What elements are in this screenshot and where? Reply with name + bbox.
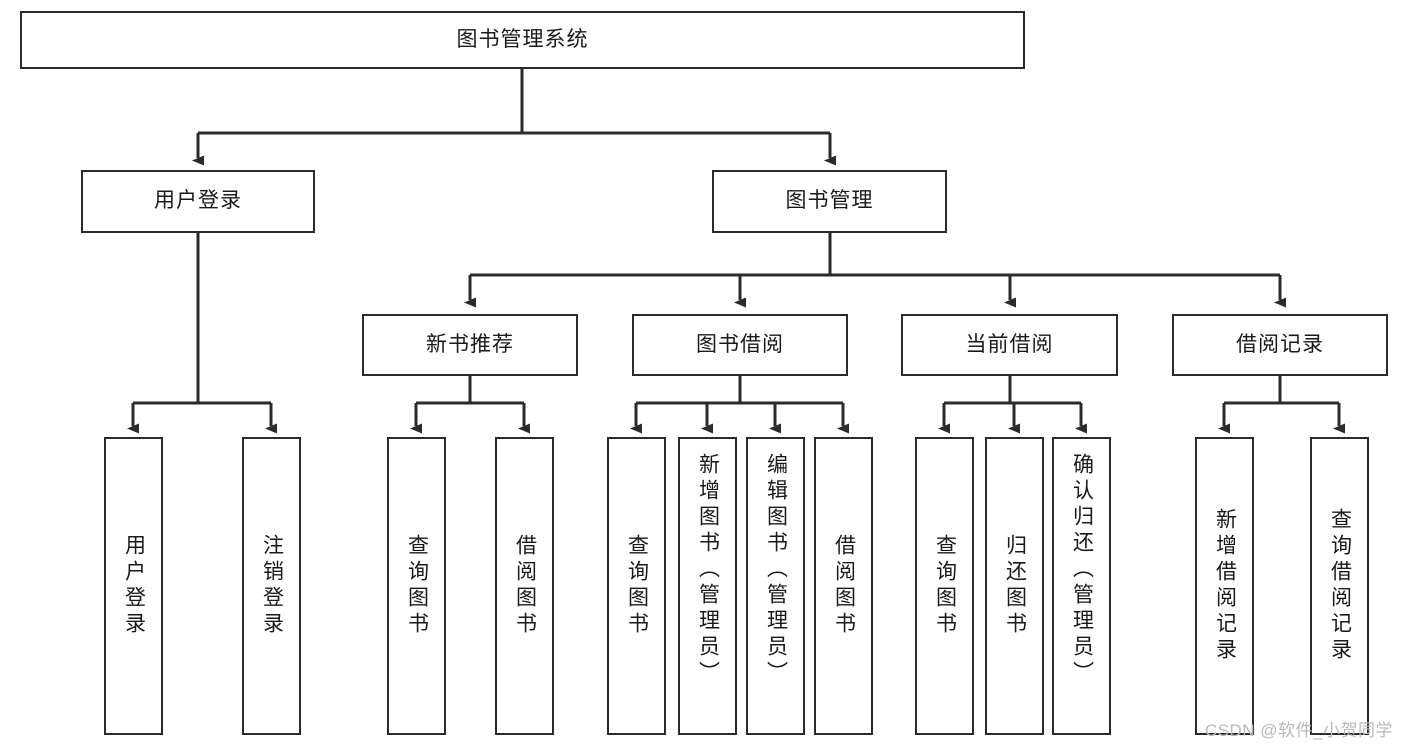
leaf-user-login-label: 用户登录 <box>122 534 146 638</box>
node-user-login[interactable]: 用户登录 <box>81 170 315 233</box>
leaf-query-book-1[interactable]: 查询图书 <box>387 437 446 735</box>
leaf-logout-login[interactable]: 注销登录 <box>242 437 301 735</box>
leaf-borrow-book-2-label: 借阅图书 <box>832 534 856 638</box>
leaf-edit-book-label: 编辑图书（管理员） <box>764 453 788 687</box>
node-book-borrow-label: 图书借阅 <box>696 332 784 356</box>
node-current-borrow[interactable]: 当前借阅 <box>901 314 1118 376</box>
leaf-add-book-label: 新增图书（管理员） <box>696 453 720 687</box>
node-current-borrow-label: 当前借阅 <box>965 332 1054 356</box>
leaf-confirm-return-label: 确认归还（管理员） <box>1070 453 1094 687</box>
node-borrow-record[interactable]: 借阅记录 <box>1172 314 1388 376</box>
leaf-edit-book[interactable]: 编辑图书（管理员） <box>746 437 805 735</box>
leaf-borrow-book-1-label: 借阅图书 <box>513 534 537 638</box>
node-book-manage-label: 图书管理 <box>785 189 874 213</box>
node-new-book-rec[interactable]: 新书推荐 <box>362 314 578 376</box>
leaf-return-book[interactable]: 归还图书 <box>985 437 1044 735</box>
node-new-book-rec-label: 新书推荐 <box>426 332 514 356</box>
leaf-borrow-book-2[interactable]: 借阅图书 <box>814 437 873 735</box>
leaf-add-record[interactable]: 新增借阅记录 <box>1195 437 1254 735</box>
leaf-add-record-label: 新增借阅记录 <box>1213 508 1237 664</box>
leaf-confirm-return[interactable]: 确认归还（管理员） <box>1052 437 1111 735</box>
leaf-add-book[interactable]: 新增图书（管理员） <box>678 437 737 735</box>
leaf-return-book-label: 归还图书 <box>1003 534 1027 638</box>
leaf-query-record[interactable]: 查询借阅记录 <box>1310 437 1369 735</box>
leaf-query-book-3[interactable]: 查询图书 <box>915 437 974 735</box>
leaf-query-book-3-label: 查询图书 <box>933 534 957 638</box>
node-book-borrow[interactable]: 图书借阅 <box>632 314 848 376</box>
node-user-login-label: 用户登录 <box>154 189 242 213</box>
leaf-user-login[interactable]: 用户登录 <box>104 437 163 735</box>
node-book-manage[interactable]: 图书管理 <box>712 170 947 233</box>
node-root[interactable]: 图书管理系统 <box>20 11 1025 69</box>
node-root-label: 图书管理系统 <box>456 27 589 51</box>
leaf-logout-login-label: 注销登录 <box>260 534 284 638</box>
leaf-query-book-2[interactable]: 查询图书 <box>607 437 666 735</box>
leaf-borrow-book-1[interactable]: 借阅图书 <box>495 437 554 735</box>
leaf-query-book-1-label: 查询图书 <box>405 534 429 638</box>
csdn-watermark: CSDN @软件_小贺同学 <box>1204 721 1393 740</box>
leaf-query-book-2-label: 查询图书 <box>625 534 649 638</box>
node-borrow-record-label: 借阅记录 <box>1236 332 1324 356</box>
leaf-query-record-label: 查询借阅记录 <box>1328 508 1352 664</box>
